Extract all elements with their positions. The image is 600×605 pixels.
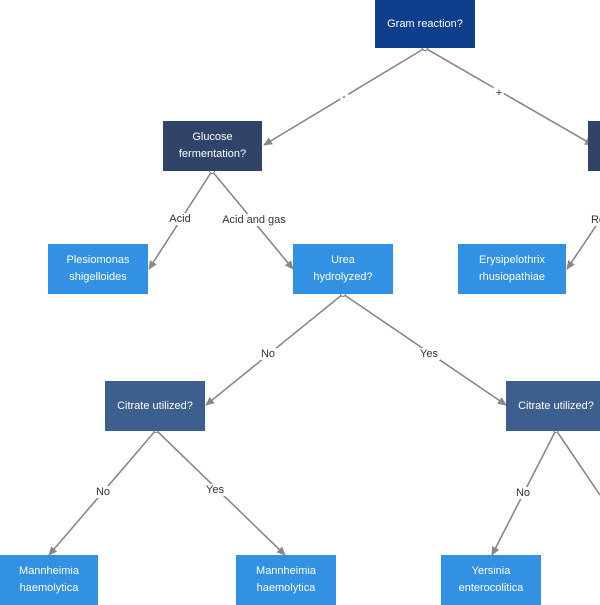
edge-label-gram-negative: -	[340, 91, 348, 103]
edge-cit-right-yes	[555, 429, 600, 496]
node-yersinia-enterocolitica[interactable]: Yersinia enterocolitica	[441, 555, 541, 605]
edge-label-citrate-left-yes: Yes	[204, 484, 226, 496]
edge-label-urea-no: No	[258, 348, 278, 360]
node-citrate-utilized-right[interactable]: Citrate utilized?	[506, 381, 600, 431]
edge-label-ro: Ro	[588, 214, 600, 226]
edge-label-urea-yes: Yes	[418, 348, 440, 360]
node-erysipelothrix-rhusiopathiae[interactable]: Erysipelothrix rhusiopathiae	[458, 244, 566, 294]
node-mannheimia-haemolytica-2[interactable]: Mannheimia haemolytica	[236, 555, 336, 605]
node-urea-hydrolyzed[interactable]: Urea hydrolyzed?	[293, 244, 393, 294]
node-right-question[interactable]	[588, 121, 600, 171]
edge-label-citrate-left-no: No	[93, 486, 113, 498]
node-glucose-fermentation[interactable]: Glucose fermentation?	[163, 121, 262, 171]
edge-ro	[566, 219, 600, 270]
edge-label-gram-positive: +	[493, 87, 505, 99]
edge-label-acid-and-gas: Acid and gas	[220, 214, 288, 226]
node-mannheimia-haemolytica-1[interactable]: Mannheimia haemolytica	[0, 555, 98, 605]
node-gram-reaction[interactable]: Gram reaction?	[375, 0, 475, 48]
edge-gram-pos	[424, 47, 594, 146]
edge-label-citrate-right-no: No	[513, 487, 533, 499]
node-citrate-utilized-left[interactable]: Citrate utilized?	[105, 381, 205, 431]
node-plesiomonas-shigelloides[interactable]: Plesiomonas shigelloides	[48, 244, 148, 294]
edge-label-acid: Acid	[167, 213, 193, 225]
